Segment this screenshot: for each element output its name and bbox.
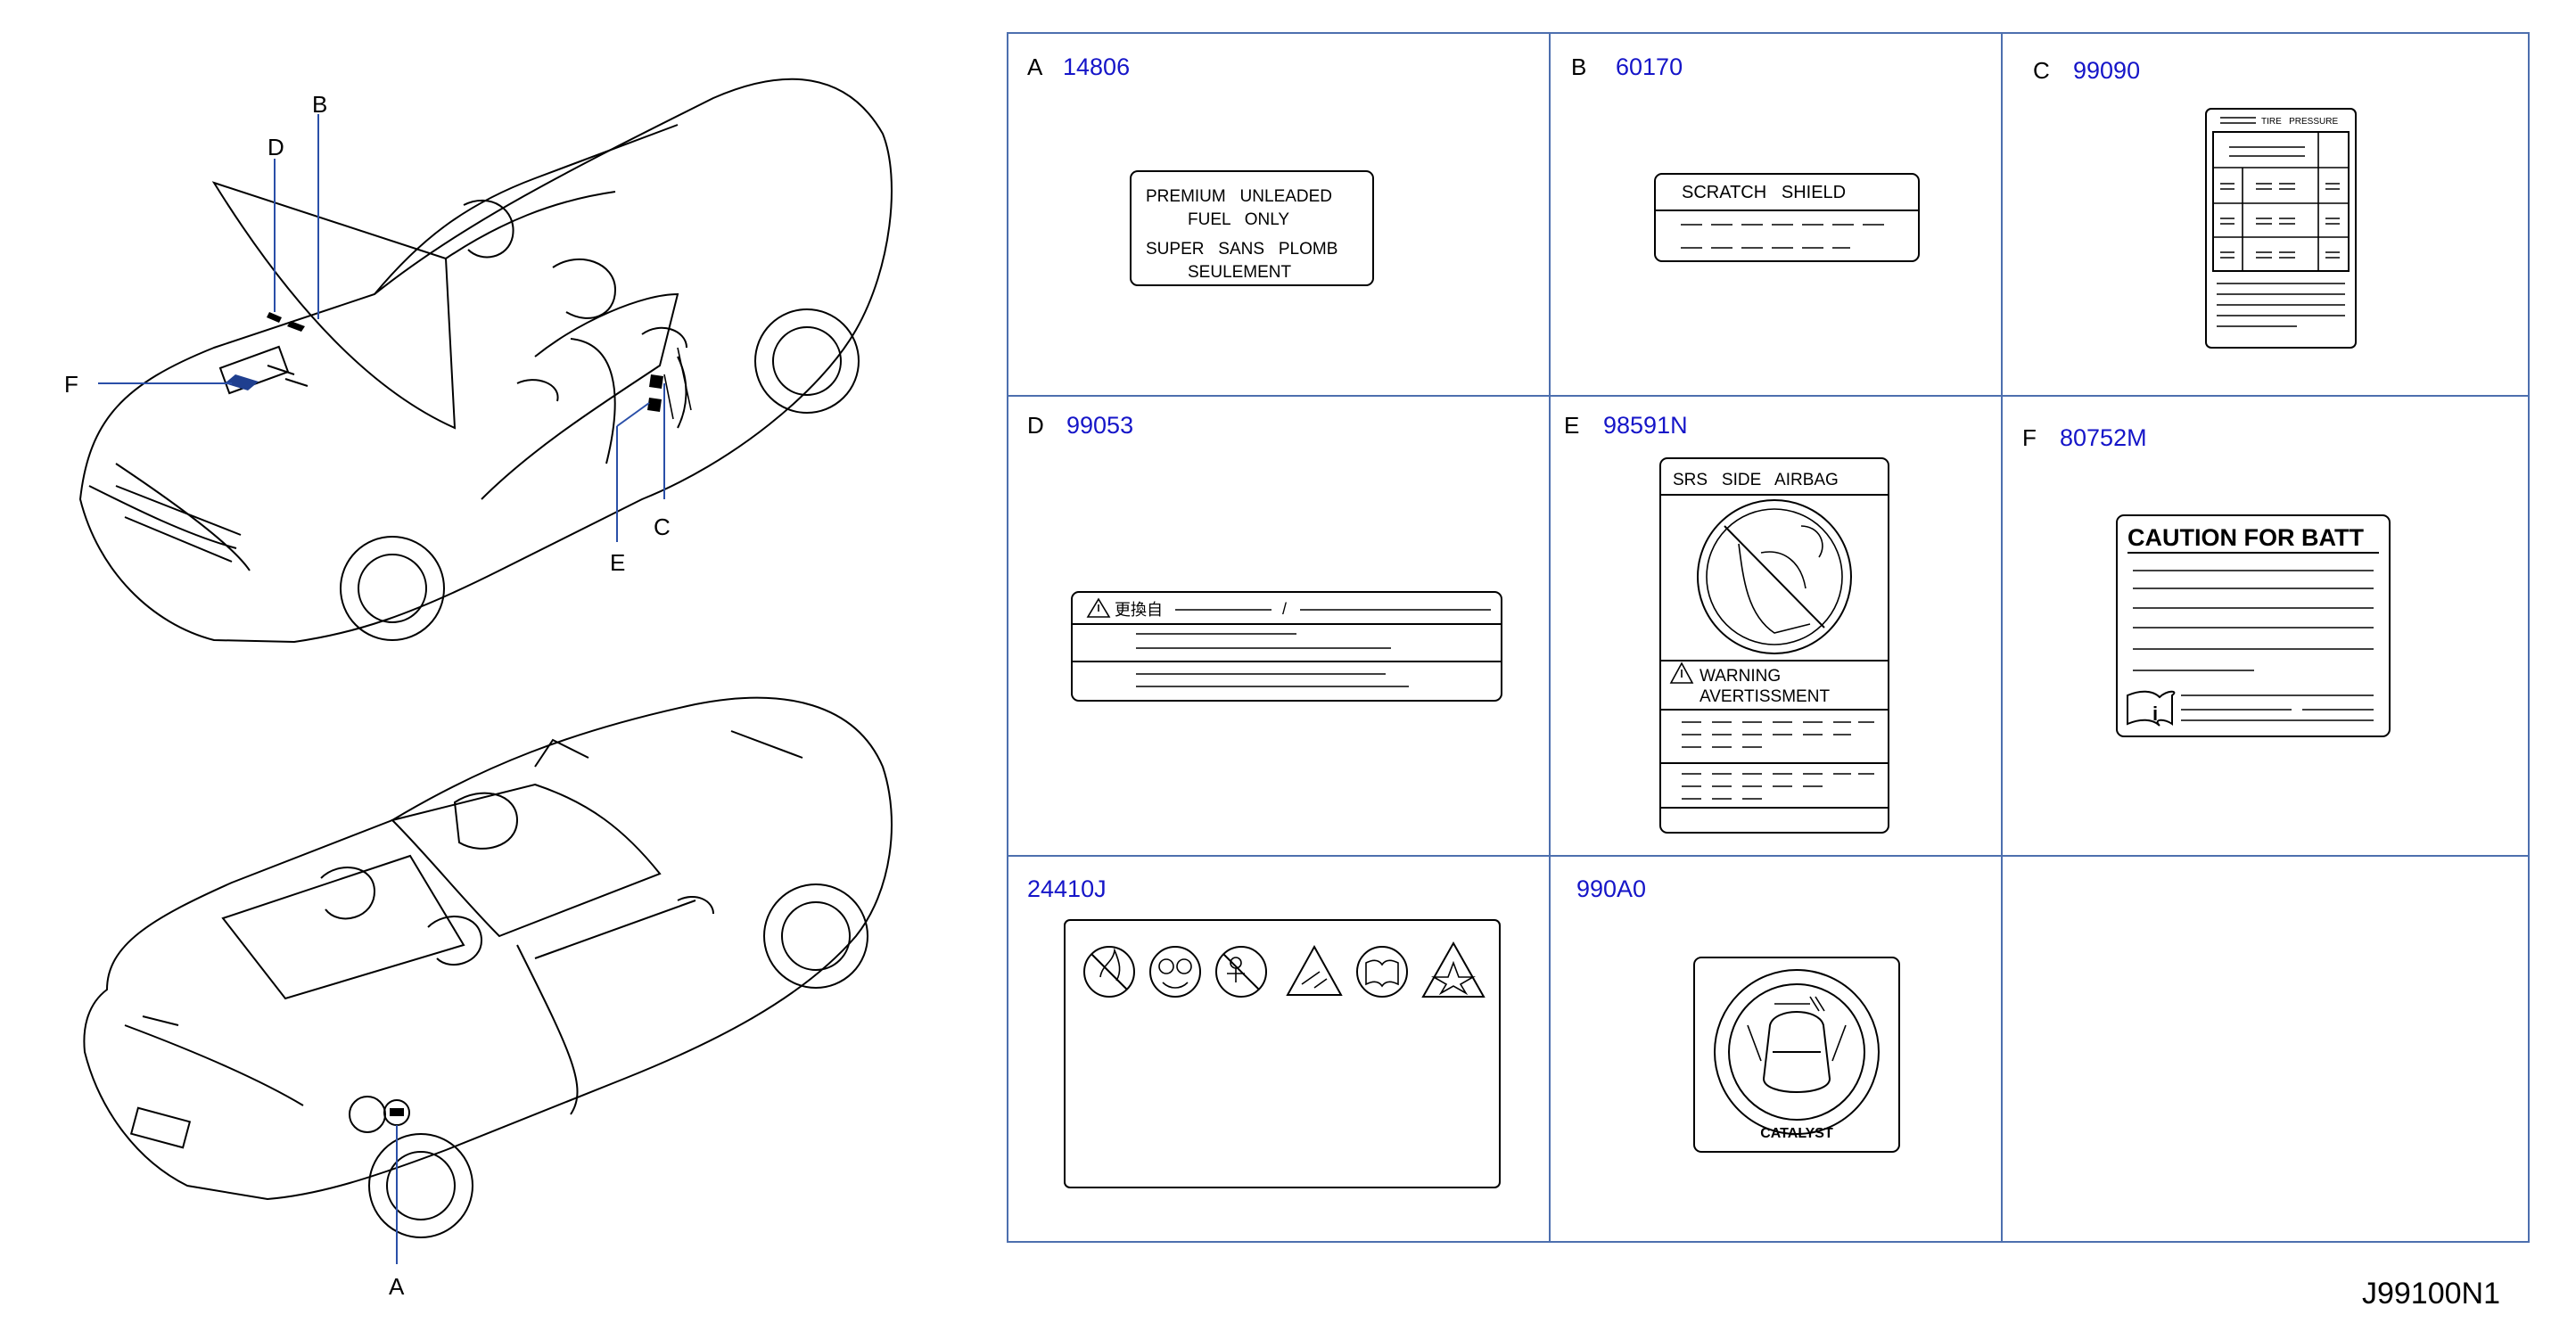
read-manual-icon <box>1356 946 1408 998</box>
label-b-title: SCRATCH SHIELD <box>1682 183 1846 202</box>
label-h-catalyst: CATALYST <box>1693 957 1900 1153</box>
cell-e-code: 98591N <box>1603 412 1688 439</box>
cell-a-letter: A <box>1027 53 1043 80</box>
label-f-battery-caution: CAUTION FOR BATT i <box>2116 514 2391 737</box>
acid-warning-icon <box>1286 944 1343 996</box>
diagram-id: J99100N1 <box>2362 1277 2500 1311</box>
label-e-title: SRS SIDE AIRBAG <box>1673 471 1839 489</box>
label-c-grid-marks <box>2220 183 2340 259</box>
cell-g-code: 24410J <box>1027 875 1107 902</box>
callout-a: A <box>389 1273 405 1300</box>
label-d-header: 更換自 <box>1115 601 1163 619</box>
cell-b-code: 60170 <box>1616 53 1683 80</box>
label-b-scratch-shield: SCRATCH SHIELD <box>1654 173 1920 262</box>
cell-c-code: 99090 <box>2073 57 2140 84</box>
callout-c: C <box>654 514 671 540</box>
label-grid <box>1007 32 2530 1243</box>
label-a-line4: SEULEMENT <box>1188 263 1292 282</box>
warning-triangle-icon <box>1086 597 1111 618</box>
label-a-line1: PREMIUM UNLEADED <box>1146 187 1332 206</box>
label-a-fuel: PREMIUM UNLEADED FUEL ONLY SUPER SANS PL… <box>1130 170 1374 286</box>
car-icon <box>1762 1011 1831 1093</box>
label-e-srs-airbag: SRS SIDE AIRBAG WARNING AVERTISSMENT <box>1659 457 1889 834</box>
callout-d: D <box>267 134 284 160</box>
cell-c-letter: C <box>2033 57 2050 84</box>
label-h-caption: CATALYST <box>1760 1126 1833 1141</box>
label-a-line2: FUEL ONLY <box>1188 210 1289 229</box>
label-d-sep: / <box>1282 600 1287 618</box>
cell-b-letter: B <box>1571 53 1586 80</box>
cell-f-letter: F <box>2022 424 2037 451</box>
car-bottom-illustration <box>83 696 893 1238</box>
bottom-car-markers <box>383 1099 410 1264</box>
no-child-seat-icon <box>1697 499 1852 654</box>
cell-h-code: 990A0 <box>1576 875 1646 902</box>
label-d-replace: 更換自 / <box>1071 591 1502 702</box>
top-car-markers <box>98 114 665 542</box>
callout-f: F <box>64 371 78 398</box>
eye-protection-icon <box>1149 946 1201 998</box>
wrench-icon <box>1774 996 1825 1012</box>
cell-f-code: 80752M <box>2060 424 2147 451</box>
cell-a-code: 14806 <box>1063 53 1130 80</box>
label-f-title: CAUTION FOR BATT <box>2127 524 2364 551</box>
no-flame-icon <box>1083 946 1135 998</box>
cell-d-code: 99053 <box>1066 412 1133 439</box>
warning-triangle-icon <box>1669 662 1694 684</box>
label-g-battery-warning <box>1064 919 1501 1188</box>
label-e-warn2: AVERTISSMENT <box>1700 687 1830 706</box>
label-c-header: TIRE PRESSURE <box>2261 117 2338 127</box>
explosion-warning-icon <box>1421 941 1486 998</box>
callout-e: E <box>610 549 625 576</box>
no-children-icon <box>1215 946 1267 998</box>
label-c-tire-pressure: TIRE PRESSURE <box>2205 108 2357 349</box>
svg-text:i: i <box>2152 703 2158 725</box>
label-e-warn1: WARNING <box>1700 667 1781 686</box>
owner-manual-info-icon: i <box>2127 690 2176 727</box>
callout-b: B <box>312 91 327 118</box>
cell-e-letter: E <box>1564 412 1579 439</box>
label-a-line3: SUPER SANS PLOMB <box>1146 240 1337 259</box>
cell-d-letter: D <box>1027 412 1044 439</box>
car-top-illustration <box>78 78 893 644</box>
